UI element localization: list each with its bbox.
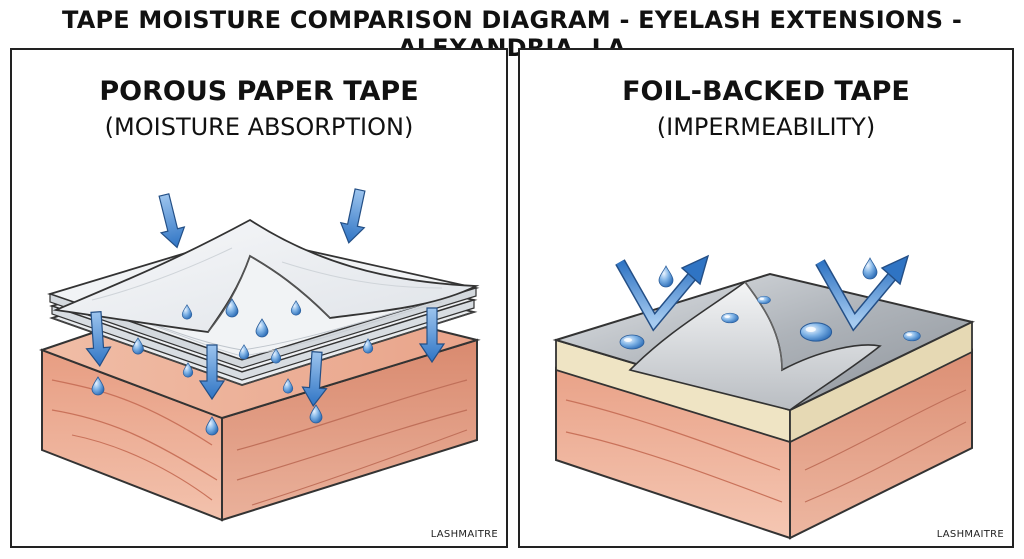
brand-watermark: LASHMAITRE	[936, 529, 1004, 540]
brand-watermark: LASHMAITRE	[430, 529, 498, 540]
porous-paper-panel: POROUS PAPER TAPE (MOISTURE ABSORPTION)	[10, 48, 508, 548]
panel-title-foil: FOIL-BACKED TAPE	[622, 76, 910, 107]
panel-title-porous: POROUS PAPER TAPE	[99, 76, 419, 107]
porous-tape-illustration	[39, 186, 481, 522]
panel-subtitle-foil: (IMPERMEABILITY)	[656, 113, 876, 141]
foil-tape-illustration	[552, 50, 975, 540]
skin-layer-foil	[555, 348, 973, 540]
panel-subtitle-porous: (MOISTURE ABSORPTION)	[104, 113, 414, 141]
foil-backed-panel: FOIL-BACKED TAPE (IMPERMEABILITY)	[518, 48, 1014, 548]
